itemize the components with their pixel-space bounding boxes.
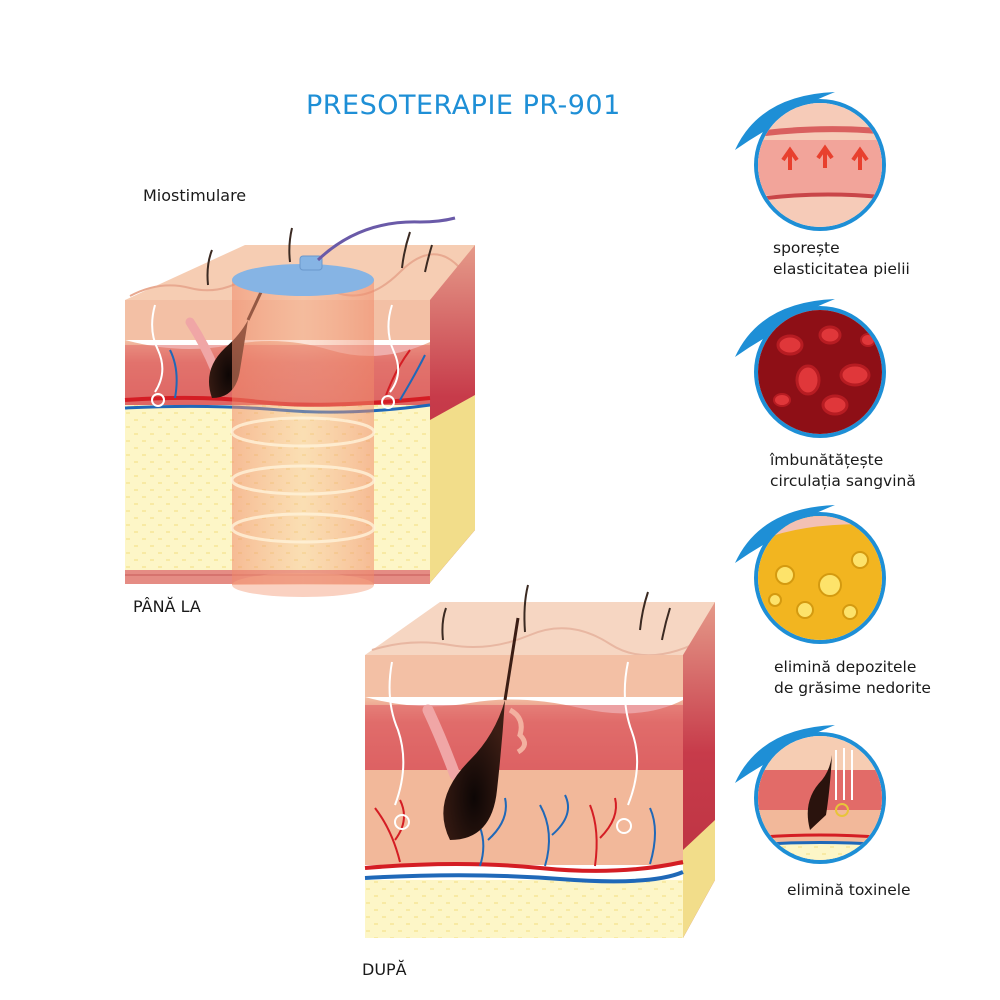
- electrode-pad: [232, 264, 374, 296]
- after-skin-block: [364, 584, 715, 938]
- benefit-line: îmbunătățește: [770, 451, 884, 469]
- benefit-fat-text: elimină depozitele de grăsime nedorite: [774, 657, 931, 699]
- page-title: PRESOTERAPIE PR-901: [306, 90, 621, 121]
- after-label: DUPĂ: [362, 960, 407, 979]
- benefit-toxins-text: elimină toxinele: [787, 880, 911, 901]
- fat-cells-icon: [735, 505, 886, 644]
- skin-elasticity-icon: [735, 92, 886, 231]
- benefit-line: elimină toxinele: [787, 881, 911, 899]
- benefit-line: sporește: [773, 239, 840, 257]
- before-skin-block: [124, 216, 475, 597]
- before-label: PÂNĂ LA: [133, 597, 201, 616]
- benefit-elasticity-text: sporește elasticitatea pielii: [773, 238, 910, 280]
- blood-cells-icon: [735, 299, 886, 438]
- electrode-cable: [316, 216, 456, 262]
- benefit-line: de grăsime nedorite: [774, 679, 931, 697]
- top-caption: Miostimulare: [143, 186, 247, 205]
- toxins-icon: [735, 725, 886, 864]
- benefit-line: elasticitatea pielii: [773, 260, 910, 278]
- benefit-line: elimină depozitele: [774, 658, 917, 676]
- benefit-line: circulația sangvină: [770, 472, 916, 490]
- benefit-circulation-text: îmbunătățește circulația sangvină: [770, 450, 916, 492]
